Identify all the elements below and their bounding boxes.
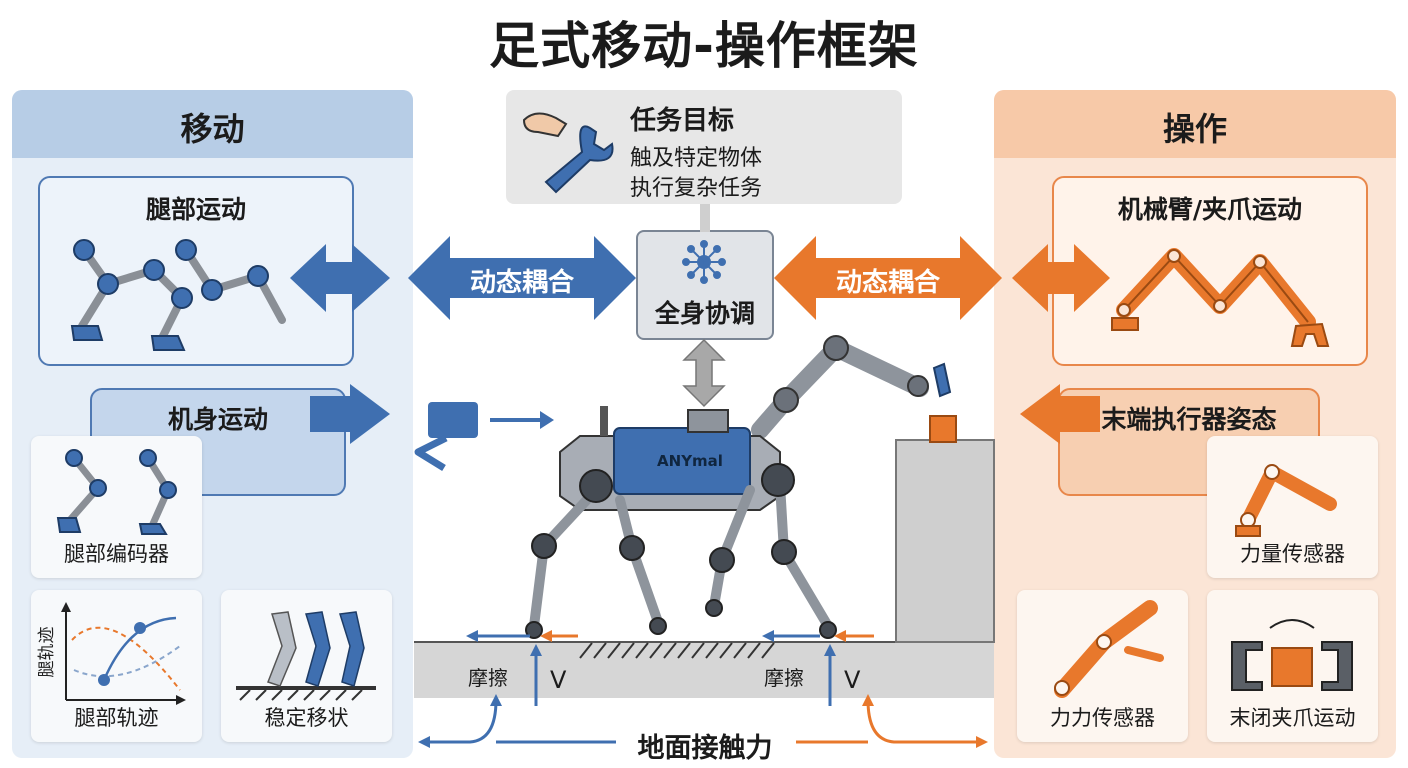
ee-pose-arrow (1020, 384, 1100, 444)
gripper-motion-label: 末闭夹爪运动 (1229, 706, 1356, 730)
leg-encoder-card: 腿部编码器 (31, 436, 202, 578)
leg-motion-joints (70, 239, 269, 351)
force-force-sensor-card: 力力传感器 (1017, 590, 1188, 742)
page-title: 足式移动-操作框架 (489, 17, 919, 75)
ee-pose-label: 末端执行器姿态 (1101, 405, 1277, 434)
leg-trajectory-plot (61, 602, 186, 705)
force-sensor-card: 力量传感器 (1207, 436, 1378, 578)
target-object (929, 415, 957, 443)
friction-left-label: 摩擦 (468, 666, 508, 690)
task-goal-line1: 触及特定物体 (630, 146, 763, 171)
velocity-right-label: V (844, 666, 861, 694)
leg-motion-label: 腿部运动 (145, 195, 246, 224)
force-sensor-label: 力量传感器 (1240, 542, 1345, 566)
force-force-sensor-label: 力力传感器 (1050, 706, 1155, 730)
contact-force-arrow-left (418, 694, 616, 748)
vertical-coordination-arrow (682, 338, 726, 408)
force-sensor-icon (1235, 464, 1337, 537)
whole-body-coordination-label: 全身协调 (654, 299, 755, 328)
arm-motion-icon (1111, 248, 1330, 347)
leg-trajectory-label: 腿部轨迹 (74, 706, 159, 730)
arm-motion-label: 机械臂/夹爪运动 (1117, 195, 1303, 224)
coupling-arrow-left (408, 236, 636, 320)
pedestal (895, 439, 995, 643)
stable-gait-label: 稳定移状 (264, 706, 349, 730)
friction-right-label: 摩擦 (764, 666, 804, 690)
stable-gait-icon (236, 611, 376, 701)
ground-contact-force-label: 地面接触力 (620, 726, 790, 765)
task-goal-line2: 执行复杂任务 (630, 176, 763, 201)
task-goal-box: 任务目标 触及特定物体 执行复杂任务 (506, 90, 902, 204)
wrench-icon (522, 112, 614, 194)
manipulation-header: 操作 (994, 90, 1396, 158)
coupling-arrow-right (774, 236, 1002, 320)
locomotion-header: 移动 (12, 90, 413, 158)
gripper-motion-icon (1231, 619, 1353, 691)
task-goal-title: 任务目标 (630, 106, 735, 136)
ground-force-arrows-left (466, 630, 578, 706)
network-icon (682, 240, 726, 284)
leg-coupling-double-arrow (290, 244, 390, 312)
robot-name-label: ANYmal (657, 452, 723, 470)
leg-trajectory-axis-label: 腿轨迹 (37, 627, 57, 678)
body-motion-arrow (310, 384, 390, 444)
coupling-right-label: 动态耦合 (835, 268, 940, 298)
force-force-sensor-icon (1054, 600, 1164, 698)
body-pose-icon (414, 402, 554, 471)
ground-force-arrows-right (762, 630, 874, 706)
leg-trajectory-card: 腿部轨迹 (31, 590, 202, 742)
leg-encoder-icon (56, 449, 177, 535)
anymal-robot (525, 335, 952, 639)
leg-encoder-label: 腿部编码器 (64, 542, 169, 566)
body-motion-label: 机身运动 (167, 405, 268, 434)
coupling-left-label: 动态耦合 (469, 268, 574, 298)
ground-hatch (579, 642, 775, 659)
whole-body-coordination-box: 全身协调 (636, 230, 774, 340)
velocity-left-label: V (550, 666, 567, 694)
contact-force-arrow-right (796, 694, 988, 748)
arm-coupling-double-arrow (1012, 244, 1110, 312)
ground-strip (414, 642, 994, 698)
